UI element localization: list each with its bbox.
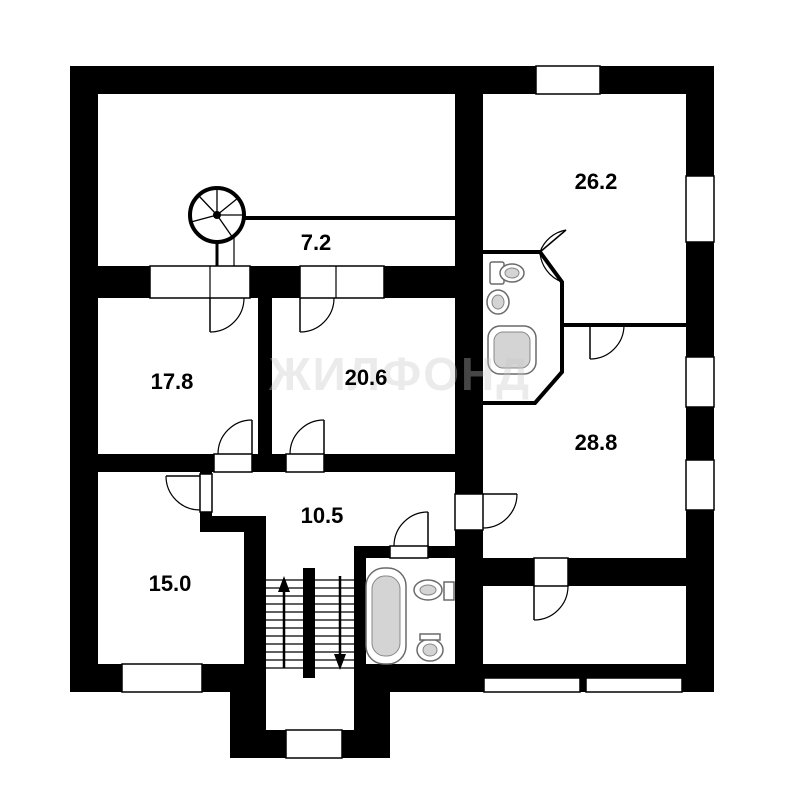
window-right-1 (685, 175, 715, 243)
spiral-stair (188, 186, 246, 266)
door-26-2[interactable] (589, 324, 625, 360)
area-labels: 7.2 26.2 17.8 20.6 28.8 10.5 15.0 (149, 169, 618, 596)
main-stair (266, 568, 354, 678)
wc-partition (483, 250, 564, 405)
window-bottom-right-1 (483, 677, 581, 693)
doors (165, 229, 625, 621)
door-wc[interactable] (539, 229, 567, 283)
interior-walls (70, 66, 714, 692)
window-stair (285, 729, 343, 759)
wall-left (70, 66, 98, 692)
door-17-8-bottom[interactable] (213, 419, 253, 473)
wall-15-0-top-step (200, 516, 266, 532)
door-15-0[interactable] (165, 473, 213, 513)
wall-center-vertical (455, 66, 483, 692)
door-20-6-bottom[interactable] (285, 419, 325, 473)
door-20-6-top[interactable] (299, 297, 335, 333)
room-area-20-6: 20.6 (345, 365, 388, 390)
room-area-7-2: 7.2 (301, 230, 332, 255)
door-28-8-left[interactable] (454, 493, 518, 531)
room-area-26-2: 26.2 (575, 169, 618, 194)
stair-center-wall (303, 568, 315, 678)
window-right-3 (685, 459, 715, 511)
window-bottom-right-2 (585, 677, 683, 693)
opening-7-2-right (299, 265, 385, 299)
window-top (535, 65, 601, 95)
wall-under-17-8 (70, 454, 483, 472)
wall-under-28-8 (483, 558, 714, 586)
wall-top (70, 66, 714, 94)
wall-under-7-2 (70, 266, 483, 298)
bathroom-fixtures (365, 567, 455, 665)
door-17-8-top[interactable] (209, 297, 245, 333)
room-area-15-0: 15.0 (149, 571, 192, 596)
window-right-2 (685, 356, 715, 408)
watermark: ЖИЛФОНД (268, 348, 531, 400)
windows (121, 65, 715, 759)
room-area-17-8: 17.8 (151, 369, 194, 394)
door-bottom-right[interactable] (533, 557, 569, 621)
door-bathroom[interactable] (389, 511, 429, 559)
wall-15-0-right (244, 520, 266, 692)
opening-7-2-left (149, 265, 251, 299)
wc-fixtures (486, 261, 537, 375)
thin-partitions (240, 216, 686, 405)
room-area-28-8: 28.8 (575, 430, 618, 455)
wall-17-8-20-6 (258, 266, 272, 470)
window-bottom-15-0 (121, 663, 203, 693)
room-area-10-5: 10.5 (301, 503, 344, 528)
wall-bath-left (354, 546, 366, 692)
